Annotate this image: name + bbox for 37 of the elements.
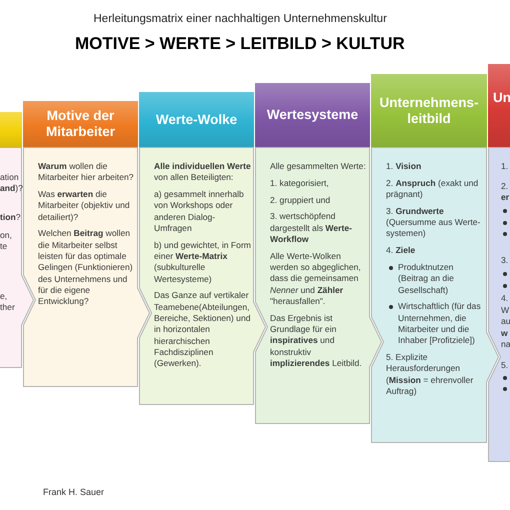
body-text: a) gesammelt innerhalb von Workshops oder anderen Dialog-Umfragen (154, 189, 245, 234)
subtitle: Herleitungsmatrix einer nachhaltigen Unternehmenskultur (94, 13, 387, 25)
body-text: 3. wertschöpfend dargestellt als Werte-Workflow (270, 211, 354, 246)
diagram-title: MOTIVE > WERTE > LEITBILD > KULTUR (75, 34, 405, 54)
author-credit: Frank H. Sauer (43, 487, 104, 497)
body-text: e, ther (0, 291, 15, 314)
column-heading: Wertesysteme (255, 83, 370, 147)
body-text: 1. (501, 161, 508, 172)
body-text: 2. Anspruch (exakt und prägnant) (386, 178, 480, 200)
body-text: Was erwarten die Mitarbeiter (objektiv und detailiert)? (38, 189, 131, 223)
body-text: 3. (501, 255, 508, 266)
body-text: Das Ergebnis ist Grundlage für ein inspiratives und konstruktiv implizierendes Leitbild. (270, 312, 363, 370)
body-text: Das Ganze auf vertikaler Teamebene(Abteilungen, Bereiche, Sektionen) und in horizontalen hierarchischen Fachdisziplinen (Gewerken). (154, 290, 252, 370)
body-text: Welchen Beitrag wollen die Mitarbeiter selbst leisten für das optimale Gelingen (Funktionieren) des Unternehmens und für die eigene Entwicklung? (38, 228, 134, 308)
body-text: tion? (0, 212, 21, 224)
body-text: Alle Werte-Wolken werden so abgeglichen, dass die gemeinsamen Nenner und Zähler "herausfallen". (270, 250, 362, 308)
column-heading: Unternehmens-leitbild (371, 74, 487, 147)
body-text: ation and)? (0, 172, 23, 195)
body-text: Alle gesammelten Werte: (270, 161, 367, 172)
body-text: 5. Explizite Herausforderungen (Mission = ehrenvoller Auftrag) (386, 352, 474, 398)
column-heading: Un (488, 64, 510, 147)
body-text: Warum wollen die Mitarbeiter hier arbeiten? (38, 161, 135, 184)
body-text: 2. gruppiert und (270, 194, 332, 206)
column-heading: Werte-Wolke (139, 92, 254, 147)
body-text: Alle individuellen Werte von allen Beteiligten: (154, 161, 252, 184)
list-item-text: Produktnutzen (Beitrag an die Gesellschaft) (398, 262, 455, 296)
body-text: 1. kategorisiert, (270, 178, 330, 190)
body-text: 1. Vision (386, 161, 422, 172)
body-text: 2. er (501, 181, 510, 204)
body-text: b) und gewichtet, in Form einer Werte-Matrix (subkulturelle Wertesysteme) (154, 240, 252, 285)
body-text: 4. Ziele (386, 245, 416, 257)
body-text: 3. Grundwerte (Quersumme aus Werte-systemen) (386, 206, 482, 240)
body-text: 5. (501, 360, 508, 372)
body-text: on, te (0, 230, 12, 253)
list-item-text: Wirtschaftlich (für das Unternehmen, die Mitarbeiter und die Inhaber [Profitziele]) (398, 301, 482, 347)
column-heading: Motive der Mitarbeiter (23, 101, 138, 147)
body-text: 4. (501, 293, 508, 304)
